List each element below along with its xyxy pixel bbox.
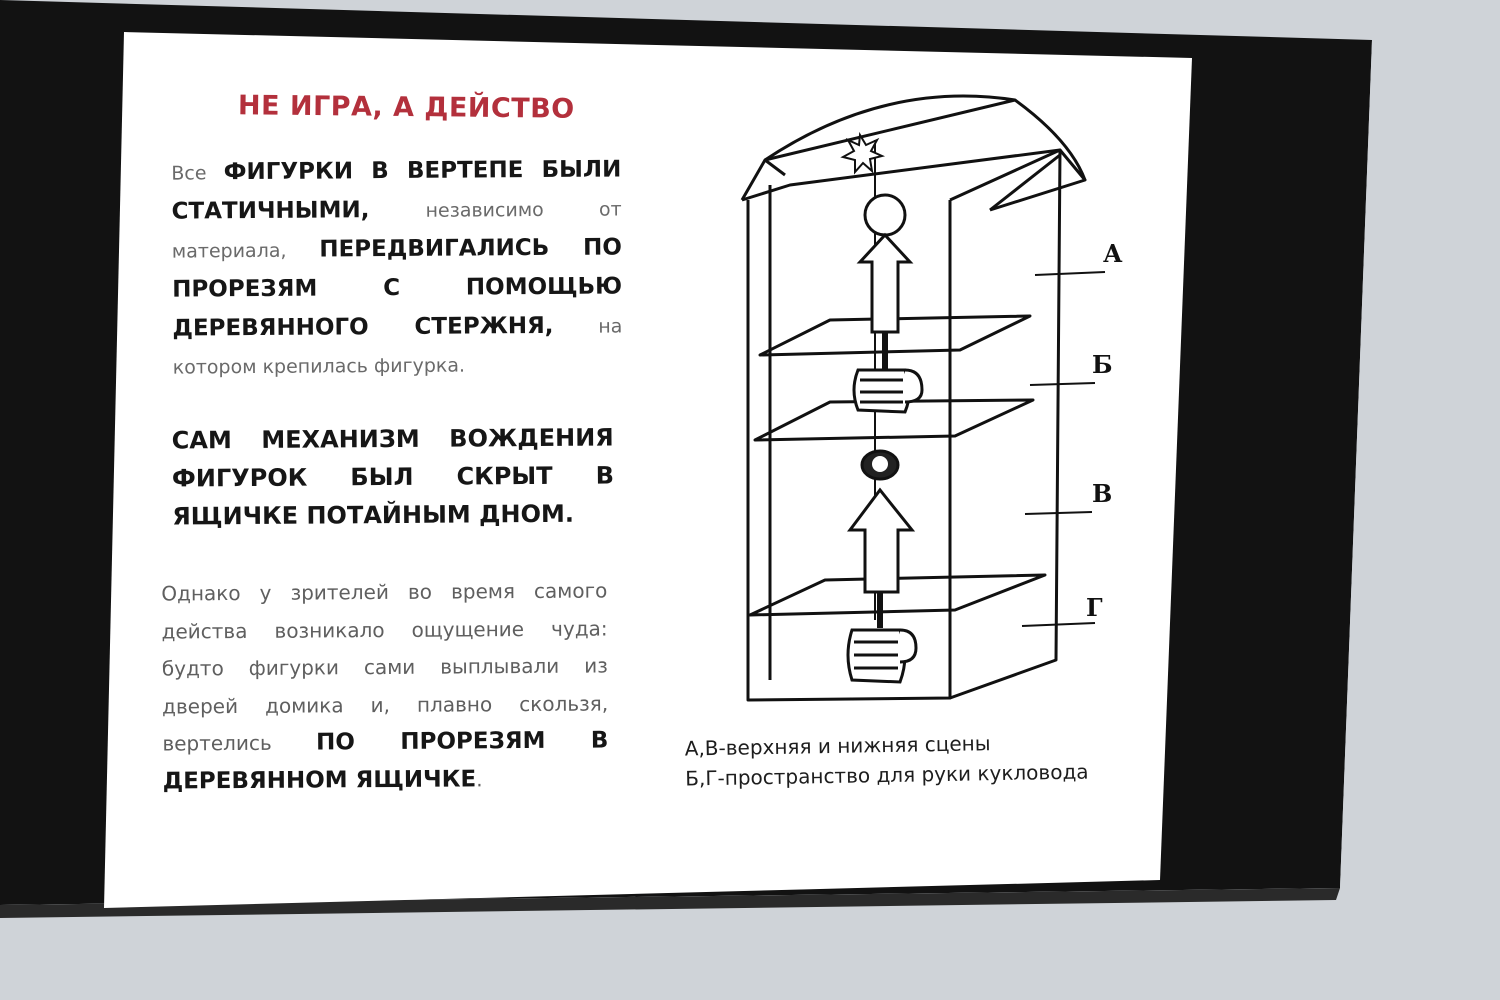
hand-icon (852, 368, 924, 414)
paragraph-mechanism: САМ МЕХАНИЗМ ВОЖДЕНИЯ ФИГУРОК БЫЛ СКРЫТ … (171, 423, 615, 531)
text-period: . (476, 766, 483, 791)
label-a: А (1103, 239, 1123, 268)
label-g: Г (1086, 593, 1103, 622)
star-icon (840, 131, 886, 175)
paragraph-miracle: Однако у зрителей во время самого действ… (161, 572, 609, 800)
slide-title: НЕ ИГРА, А ДЕЙСТВО (237, 90, 575, 125)
figure-icon (847, 449, 916, 594)
label-b: Б (1092, 350, 1113, 379)
vertep-diagram: А Б В Г (740, 94, 1123, 702)
text-vse: Все (171, 162, 207, 185)
figure-icon (856, 193, 914, 334)
paragraph-figures: Все ФИГУРКИ В ВЕРТЕПЕ БЫЛИ СТАТИЧНЫМИ, н… (171, 150, 623, 386)
hand-icon (846, 628, 918, 684)
label-v: В (1092, 479, 1112, 508)
diagram-caption: А,В-верхняя и нижняя сцены Б,Г-пространс… (685, 726, 1089, 793)
